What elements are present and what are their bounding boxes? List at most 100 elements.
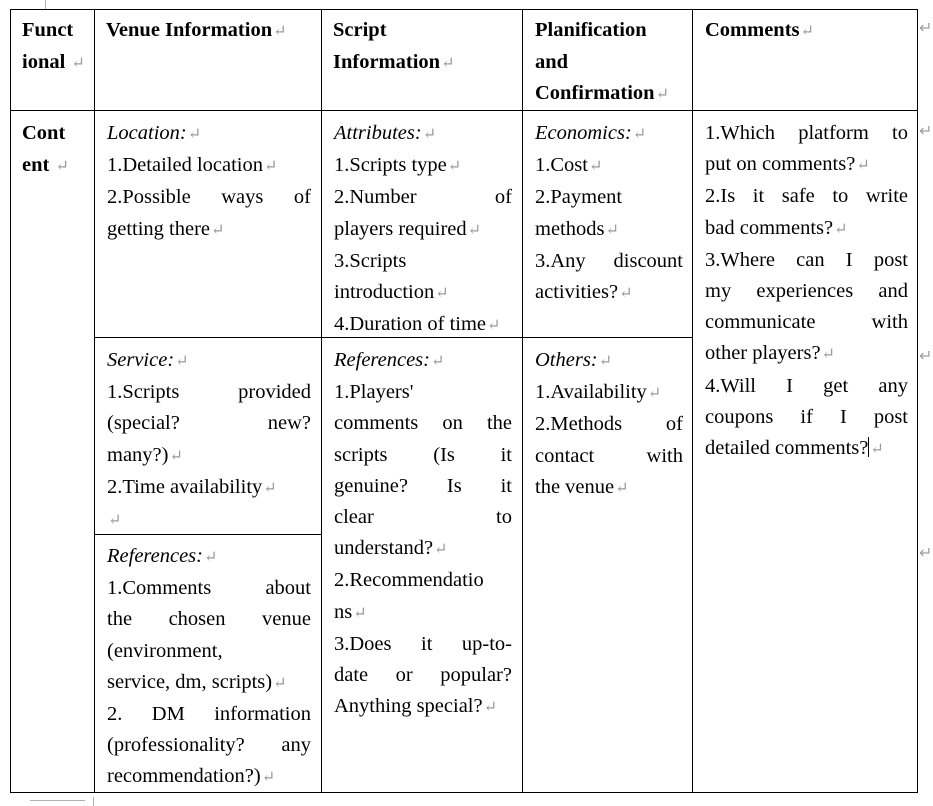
table-right-border xyxy=(917,9,918,793)
venue-location-line-2: 2.Possible ways of xyxy=(107,186,311,209)
table-left-border xyxy=(10,9,11,793)
row-end-mark-3: ↵ xyxy=(919,348,933,365)
script-attributes-line-6: 4.Duration of time↵ xyxy=(334,313,501,336)
venue-references-line-7: recommendation?)↵ xyxy=(107,765,276,788)
script-references-line-8: ns↵ xyxy=(334,600,367,623)
comments-line-1: 1.Which platform to xyxy=(705,122,908,144)
comments-line-6: my experiences and xyxy=(705,280,908,303)
script-attributes-line-2: 2.Number of xyxy=(334,186,512,209)
script-references-line-7: 2.Recommendatio xyxy=(334,569,484,592)
planification-others-title: Others:↵ xyxy=(535,349,613,371)
comments-line-2: put on comments?↵ xyxy=(705,153,870,176)
comments-line-5: 3.Where can I post xyxy=(705,248,908,271)
comments-line-7: communicate with xyxy=(705,311,908,334)
venue-references-title: References:↵ xyxy=(107,545,218,567)
venue-location-title: Location:↵ xyxy=(107,122,202,144)
script-references-line-6: understand?↵ xyxy=(334,537,448,560)
venue-service-line-1: 1.Scripts provided xyxy=(107,381,311,404)
row-label-content-cell: Cont ent ↵ xyxy=(22,118,88,182)
venue-references-line-4: service, dm, scripts)↵ xyxy=(107,670,287,693)
comments-line-9: 4.Will I get any xyxy=(705,374,908,397)
comments-line-10: coupons if I post xyxy=(705,405,908,428)
comments-line-11[interactable]: detailed comments?↵ xyxy=(705,437,884,460)
header-venue-cell: Venue Information↵ xyxy=(106,15,316,48)
planification-others-line-3: contact with xyxy=(535,444,683,467)
table-top-border xyxy=(10,9,918,10)
header-planification-line-1: Planification xyxy=(535,19,647,41)
page-corner-mark-bottom-h xyxy=(30,800,85,801)
planification-economics-title: Economics:↵ xyxy=(535,122,647,144)
comments-line-4: bad comments?↵ xyxy=(705,216,848,239)
script-attributes-line-4: 3.Scripts xyxy=(334,249,407,272)
venue-location-line-3: getting there↵ xyxy=(107,217,225,240)
column-divider-2 xyxy=(321,9,322,793)
venue-service-line-4: 2.Time availability↵ xyxy=(107,475,277,498)
venue-references-line-5: 2. DM information xyxy=(107,703,311,726)
venue-service-title: Service:↵ xyxy=(107,349,189,371)
venue-references-cell: References:↵ 1.Comments about the chosen… xyxy=(107,541,311,794)
header-functional-line-2: ional ↵ xyxy=(22,50,85,73)
venue-service-cell: Service:↵ 1.Scripts provided (special? n… xyxy=(107,345,311,536)
header-script-line-1: Script xyxy=(333,19,387,41)
comments-line-3: 2.Is it safe to write xyxy=(705,185,908,208)
header-script-line-2: Information↵ xyxy=(333,50,455,73)
script-references-line-10: date or popular? xyxy=(334,664,512,687)
planification-economics-line-3: methods↵ xyxy=(535,217,619,240)
row-label-line-2: ent ↵ xyxy=(22,153,69,176)
script-references-line-5: clear to xyxy=(334,506,512,529)
header-venue-information: Venue Information↵ xyxy=(106,19,287,41)
row-end-mark-4: ↵ xyxy=(919,545,933,562)
header-functional-line-1: Funct xyxy=(22,19,74,41)
comments-cell: 1.Which platform to put on comments?↵ 2.… xyxy=(705,118,908,465)
planification-others-line-2: 2.Methods of xyxy=(535,413,683,436)
column-divider-3 xyxy=(522,9,523,793)
venue-references-line-2: the chosen venue xyxy=(107,608,311,631)
header-planification-cell: Planification and Confirmation↵ xyxy=(535,15,690,111)
header-row-border xyxy=(10,110,918,111)
venue-location-line-1: 1.Detailed location↵ xyxy=(107,154,278,177)
script-attributes-line-3: players required↵ xyxy=(334,217,482,240)
header-comments: Comments↵ xyxy=(705,19,814,41)
script-references-line-4: genuine? Is it xyxy=(334,474,512,497)
script-references-line-2: comments on the xyxy=(334,412,512,435)
column-divider-1 xyxy=(94,9,95,793)
planification-economics-line-2: 2.Payment xyxy=(535,186,623,209)
script-references-line-9: 3.Does it up-to- xyxy=(334,632,512,655)
row-end-mark-2: ↵ xyxy=(919,123,933,140)
planification-economics-line-1: 1.Cost↵ xyxy=(535,154,603,177)
venue-location-cell: Location:↵ 1.Detailed location↵ 2.Possib… xyxy=(107,118,311,246)
header-planification-line-2: and xyxy=(535,50,569,73)
planification-others-line-1: 1.Availability↵ xyxy=(535,381,662,404)
venue-service-line-2: (special? new? xyxy=(107,412,311,435)
venue-service-line-3: many?)↵ xyxy=(107,443,183,466)
text-cursor xyxy=(868,437,870,458)
row-label-line-1: Cont xyxy=(22,122,66,144)
script-references-line-11: Anything special?↵ xyxy=(334,695,497,718)
comments-line-8: other players?↵ xyxy=(705,342,835,365)
header-comments-cell: Comments↵ xyxy=(705,15,910,48)
venue-references-line-6: (professionality? any xyxy=(107,734,311,757)
script-attributes-line-5: introduction↵ xyxy=(334,281,449,304)
header-functional-cell: Funct ional ↵ xyxy=(22,15,88,79)
planification-economics-cell: Economics:↵ 1.Cost↵ 2.Payment methods↵ 3… xyxy=(535,118,683,309)
planification-economics-line-4: 3.Any discount xyxy=(535,249,683,272)
page-corner-mark-top xyxy=(45,0,46,9)
table-bottom-border xyxy=(10,792,918,793)
venue-service-references-divider xyxy=(94,534,321,535)
script-references-line-3: scripts (Is it xyxy=(334,443,512,466)
venue-service-line-5: ↵ xyxy=(108,512,122,530)
script-attributes-cell: Attributes:↵ 1.Scripts type↵ 2.Number of… xyxy=(334,118,512,341)
venue-references-line-3: (environment, xyxy=(107,639,223,662)
column-divider-4 xyxy=(692,9,693,793)
header-planification-line-3: Confirmation↵ xyxy=(535,82,669,104)
script-references-cell: References:↵ 1.Players' comments on the … xyxy=(334,345,512,723)
script-references-title: References:↵ xyxy=(334,349,445,371)
script-references-line-1: 1.Players' xyxy=(334,381,414,404)
planification-economics-line-5: activities?↵ xyxy=(535,281,633,304)
planification-others-line-4: the venue↵ xyxy=(535,475,629,498)
script-attributes-title: Attributes:↵ xyxy=(334,122,437,144)
header-script-cell: Script Information↵ xyxy=(333,15,518,79)
planification-others-cell: Others:↵ 1.Availability↵ 2.Methods of co… xyxy=(535,345,683,504)
venue-location-service-divider xyxy=(94,337,692,338)
